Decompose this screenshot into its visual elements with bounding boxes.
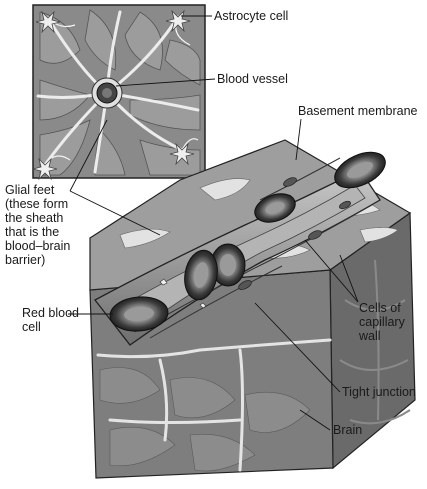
- cells-of-capillary-wall-label: Cells of capillary wall: [359, 301, 405, 343]
- blood-vessel-label: Blood vessel: [217, 72, 288, 86]
- astrocyte-inset: [33, 5, 205, 179]
- basement-membrane-label: Basement membrane: [298, 104, 418, 118]
- astrocyte-cell-label: Astrocyte cell: [214, 9, 288, 23]
- glial-feet-label: Glial feet (these form the sheath that i…: [5, 183, 70, 267]
- red-blood-cell-label: Red blood cell: [22, 306, 79, 334]
- brain-label: Brain: [333, 423, 362, 437]
- tight-junction-label: Tight junction: [342, 385, 416, 399]
